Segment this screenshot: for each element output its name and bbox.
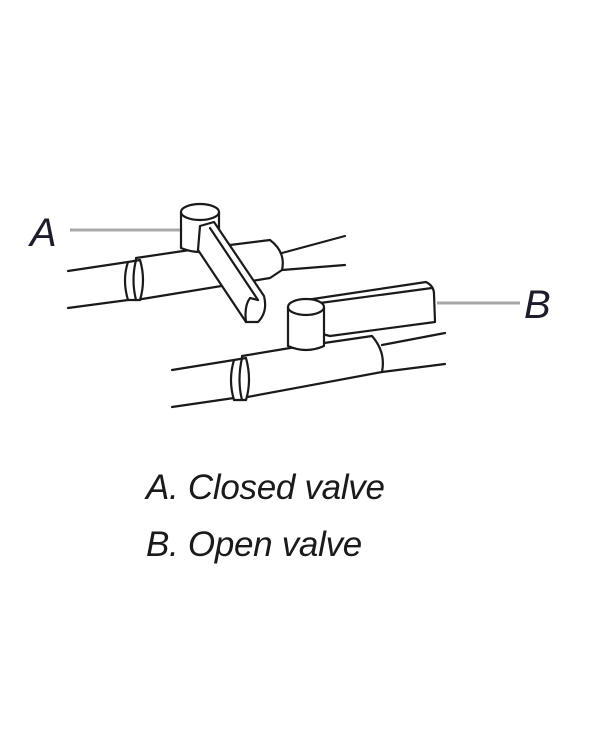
legend-item-closed-valve: A. Closed valve — [146, 468, 385, 507]
closed-valve-illustration — [66, 202, 347, 324]
open-valve-illustration — [170, 280, 447, 409]
legend-item-open-valve: B. Open valve — [146, 525, 362, 564]
callout-b-label: B — [524, 283, 551, 327]
callout-a-label: A — [30, 211, 57, 255]
